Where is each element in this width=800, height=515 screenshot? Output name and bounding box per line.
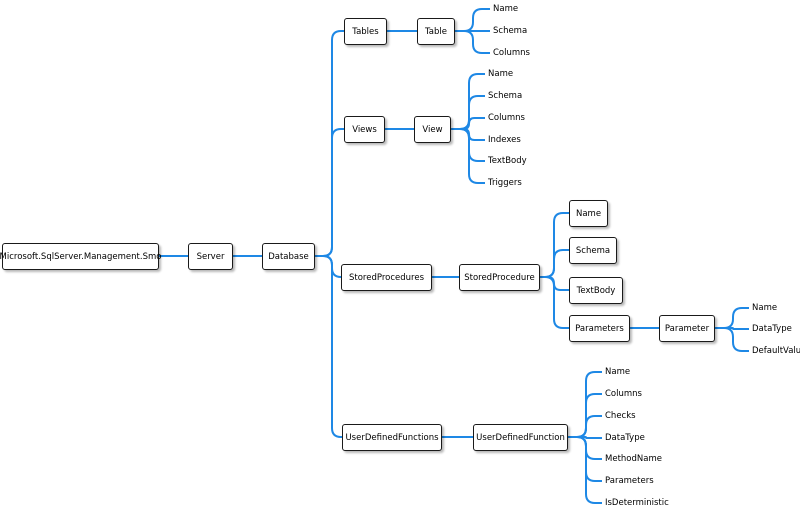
- edge-udf-leaf-3: [568, 436, 602, 439]
- edge-database-udfs: [315, 255, 342, 438]
- leaf-udf-name: Name: [605, 367, 631, 377]
- node-sp-name[interactable]: Name: [569, 200, 608, 227]
- leaf-table-name: Name: [493, 4, 519, 14]
- edge-sp-child-1: [540, 249, 569, 278]
- edge-parameter-leaf-2: [715, 327, 749, 352]
- leaf-view-name: Name: [488, 69, 514, 79]
- leaf-parameter-name: Name: [752, 303, 778, 313]
- node-sp-parameters[interactable]: Parameters: [569, 315, 630, 342]
- leaf-udf-isdeterministic: IsDeterministic: [605, 498, 669, 508]
- node-sp-textbody[interactable]: TextBody: [569, 277, 623, 304]
- edge-sp-child-3: [540, 276, 569, 329]
- node-stored-procedures[interactable]: StoredProcedures: [341, 264, 432, 291]
- node-table[interactable]: Table: [417, 18, 455, 45]
- leaf-parameter-defaultvalue: DefaultValue: [752, 346, 800, 356]
- node-user-defined-function[interactable]: UserDefinedFunction: [473, 424, 568, 451]
- node-parameter[interactable]: Parameter: [659, 315, 715, 342]
- edge-table-leaf-2: [455, 30, 490, 54]
- leaf-udf-datatype: DataType: [605, 433, 645, 443]
- edge-view-leaf-5: [451, 128, 485, 184]
- edge-parameter-leaf-0: [715, 307, 749, 329]
- edge-database-views: [315, 128, 344, 257]
- edge-database-tables: [315, 30, 344, 257]
- node-tables[interactable]: Tables: [344, 18, 387, 45]
- leaf-view-textbody: TextBody: [488, 156, 527, 166]
- edge-parameter-leaf-1: [715, 327, 749, 330]
- node-views[interactable]: Views: [344, 116, 385, 143]
- leaf-udf-columns: Columns: [605, 389, 642, 399]
- node-server[interactable]: Server: [188, 243, 233, 270]
- node-root[interactable]: Microsoft.SqlServer.Management.Smo: [0, 243, 161, 270]
- leaf-view-triggers: Triggers: [488, 178, 522, 188]
- leaf-view-schema: Schema: [488, 91, 523, 101]
- edge-udf-leaf-6: [568, 436, 602, 504]
- node-user-defined-functions[interactable]: UserDefinedFunctions: [342, 424, 442, 451]
- node-database[interactable]: Database: [262, 243, 315, 270]
- leaf-table-schema: Schema: [493, 26, 528, 36]
- leaf-udf-checks: Checks: [605, 411, 636, 421]
- leaf-udf-methodname: MethodName: [605, 454, 662, 464]
- leaf-parameter-datatype: DataType: [752, 324, 792, 334]
- leaf-view-indexes: Indexes: [488, 135, 521, 145]
- edge-database-storedprocedures: [315, 255, 342, 278]
- node-view[interactable]: View: [414, 116, 451, 143]
- leaf-udf-parameters: Parameters: [605, 476, 654, 486]
- node-stored-procedure[interactable]: StoredProcedure: [459, 264, 540, 291]
- node-sp-schema[interactable]: Schema: [569, 237, 617, 264]
- leaf-table-columns: Columns: [493, 48, 530, 58]
- edge-table-leaf-0: [455, 8, 490, 32]
- leaf-view-columns: Columns: [488, 113, 525, 123]
